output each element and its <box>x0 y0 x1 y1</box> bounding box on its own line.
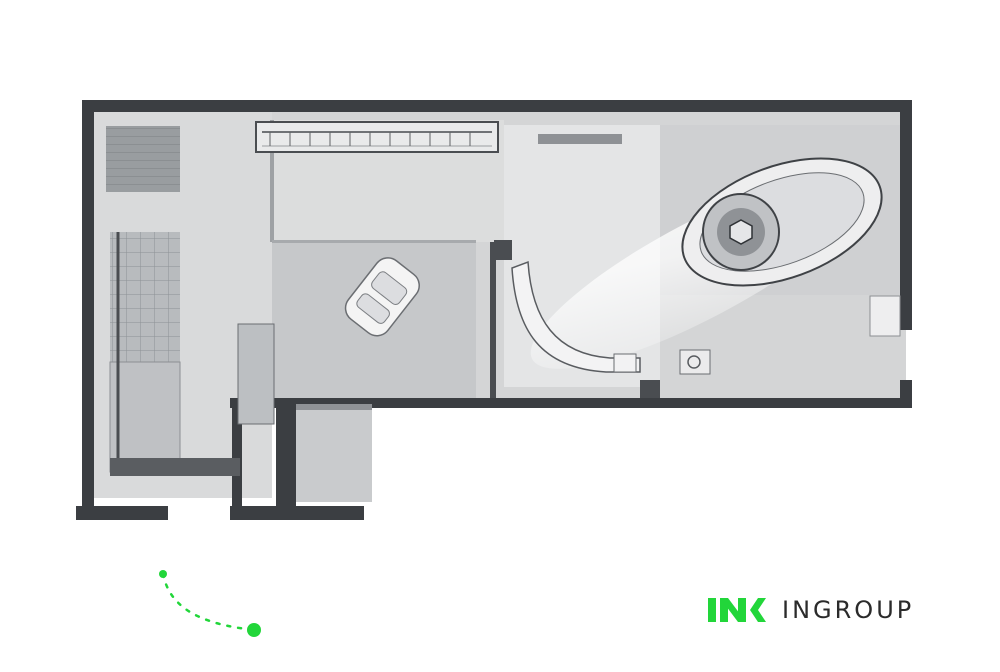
brand-logo: INGROUP <box>706 592 914 628</box>
car-model <box>344 257 420 337</box>
ingroup-logo-icon <box>708 598 766 622</box>
oval-podium <box>681 157 883 287</box>
facade-panels <box>106 126 240 476</box>
shelf-ticks <box>269 132 471 146</box>
walk-path-icon <box>159 570 261 637</box>
brand-name: INGROUP <box>782 596 915 624</box>
fixtures <box>237 240 901 425</box>
curved-counter <box>511 260 641 373</box>
top-shelving <box>255 121 622 153</box>
outer-walls <box>76 100 912 520</box>
interior-walls <box>270 120 496 410</box>
